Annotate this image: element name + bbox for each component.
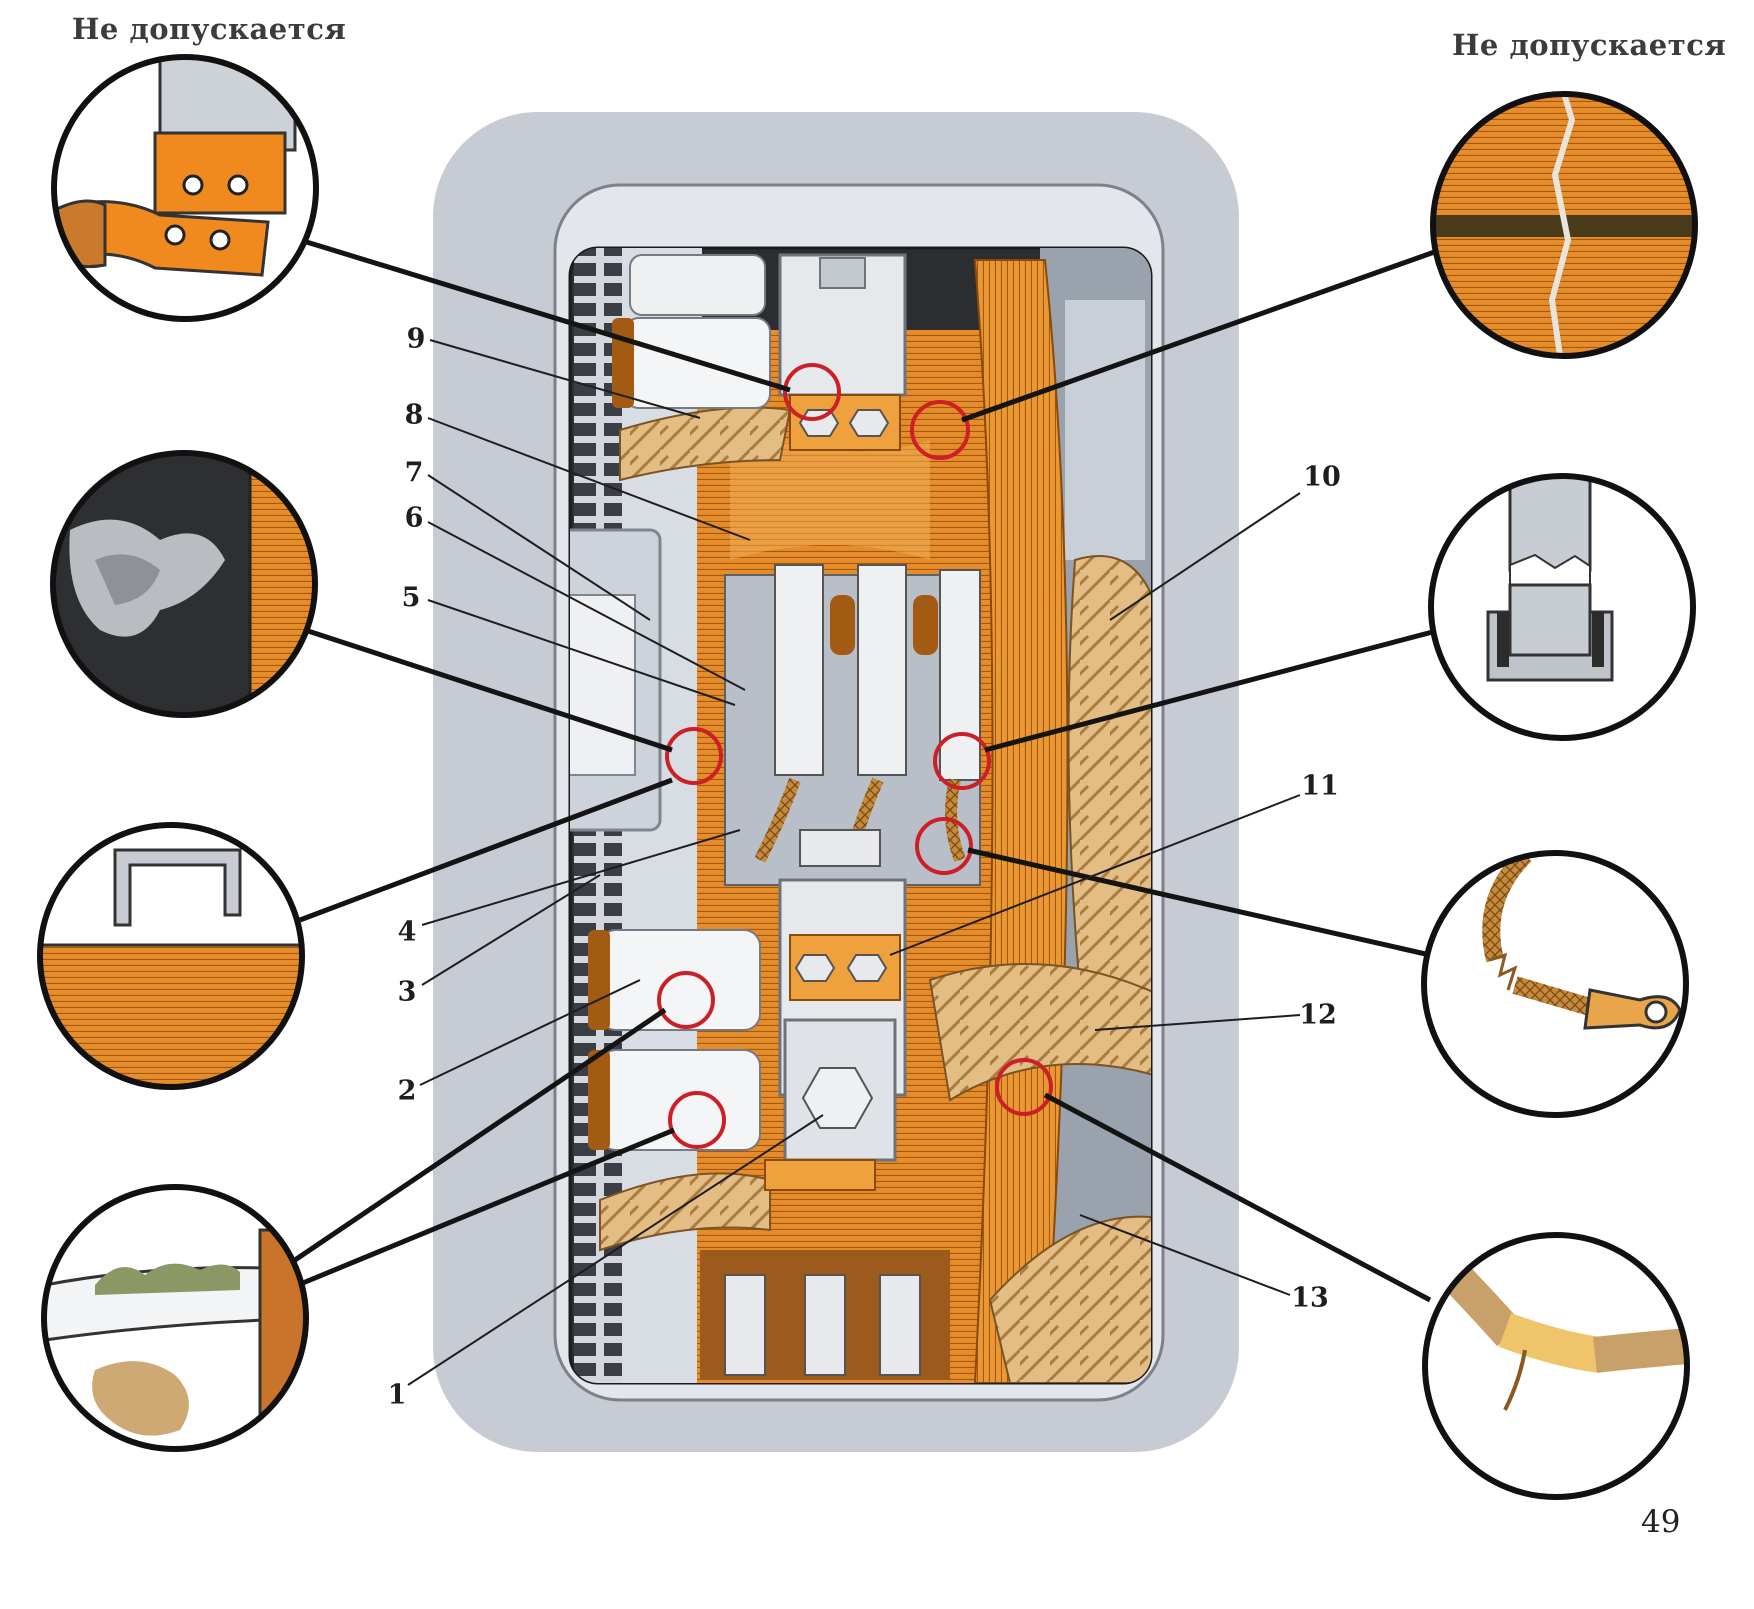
leader-line bbox=[299, 237, 791, 393]
brush-holders bbox=[724, 564, 981, 886]
inset-ring bbox=[1430, 91, 1698, 359]
cable-bundle-right bbox=[1067, 555, 1151, 1029]
leader-line bbox=[1043, 1092, 1432, 1303]
inset-ring bbox=[50, 450, 318, 718]
warning-label-left: Не допускается bbox=[72, 12, 347, 46]
inset-ring bbox=[51, 54, 319, 322]
defect-marker bbox=[668, 1091, 726, 1149]
callout-line-11 bbox=[889, 794, 1301, 956]
inset-damaged-commutator bbox=[1430, 91, 1698, 359]
brush-holders-bottom bbox=[700, 1250, 950, 1380]
callout-1: 1 bbox=[387, 1379, 407, 1411]
callout-6: 6 bbox=[404, 502, 424, 534]
defect-marker bbox=[910, 400, 970, 460]
callout-line-13 bbox=[1079, 1214, 1291, 1296]
defect-marker bbox=[657, 971, 715, 1029]
inset-leader-lines bbox=[293, 237, 1441, 1303]
callout-13: 13 bbox=[1291, 1282, 1329, 1314]
leader-line bbox=[304, 627, 673, 753]
warning-label-right: Не допускается bbox=[1452, 28, 1727, 62]
inset-ring bbox=[37, 822, 305, 1090]
callout-line-2 bbox=[419, 979, 641, 1086]
callout-line-1 bbox=[407, 1114, 824, 1386]
leader-line bbox=[961, 247, 1441, 423]
inset-ring bbox=[41, 1184, 309, 1452]
inset-ring bbox=[1421, 850, 1689, 1118]
callout-line-3 bbox=[421, 874, 601, 986]
page-number: 49 bbox=[1641, 1504, 1681, 1540]
callout-line-5 bbox=[427, 599, 736, 706]
callout-12: 12 bbox=[1299, 999, 1337, 1031]
leader-line bbox=[293, 1007, 667, 1263]
defect-markers bbox=[657, 363, 1053, 1149]
machine-interior bbox=[570, 248, 1151, 1383]
callout-line-10 bbox=[1109, 492, 1301, 621]
leader-line bbox=[967, 847, 1431, 958]
defect-marker bbox=[665, 727, 723, 785]
callout-7: 7 bbox=[404, 457, 424, 489]
defect-marker bbox=[915, 817, 973, 875]
callout-line-9 bbox=[429, 339, 701, 419]
callout-8: 8 bbox=[404, 399, 424, 431]
callout-4: 4 bbox=[397, 916, 417, 948]
callout-line-8 bbox=[427, 417, 751, 541]
inset-damaged-cable-insulation bbox=[1422, 1232, 1690, 1500]
callout-11: 11 bbox=[1301, 770, 1339, 802]
defect-marker bbox=[783, 363, 841, 421]
callout-line-12 bbox=[1094, 1014, 1301, 1031]
inset-ring bbox=[1422, 1232, 1690, 1500]
inset-burn-mark bbox=[50, 450, 318, 718]
inset-frayed-shunt bbox=[1421, 850, 1689, 1118]
callout-5: 5 bbox=[401, 582, 421, 614]
cable-lower bbox=[928, 963, 1151, 1102]
defect-marker bbox=[933, 732, 991, 790]
callout-3: 3 bbox=[397, 976, 417, 1008]
inset-bent-spring bbox=[37, 822, 305, 1090]
insulator-lower-1 bbox=[599, 929, 761, 1031]
leader-line bbox=[297, 1127, 675, 1288]
inset-cracked-brush bbox=[1428, 473, 1696, 741]
callout-2: 2 bbox=[397, 1075, 417, 1107]
leader-line bbox=[984, 627, 1441, 753]
inset-ring bbox=[1428, 473, 1696, 741]
callout-line-7 bbox=[427, 474, 651, 621]
insulator-top-1 bbox=[629, 254, 766, 316]
callout-line-4 bbox=[421, 829, 741, 926]
inset-contaminated-insulator bbox=[41, 1184, 309, 1452]
callout-9: 9 bbox=[406, 323, 426, 355]
defect-marker bbox=[995, 1058, 1053, 1116]
leader-line bbox=[299, 777, 673, 923]
callout-10: 10 bbox=[1303, 461, 1341, 493]
callout-leaders bbox=[407, 339, 1301, 1386]
callout-line-6 bbox=[427, 521, 746, 691]
inset-loose-connection bbox=[51, 54, 319, 322]
